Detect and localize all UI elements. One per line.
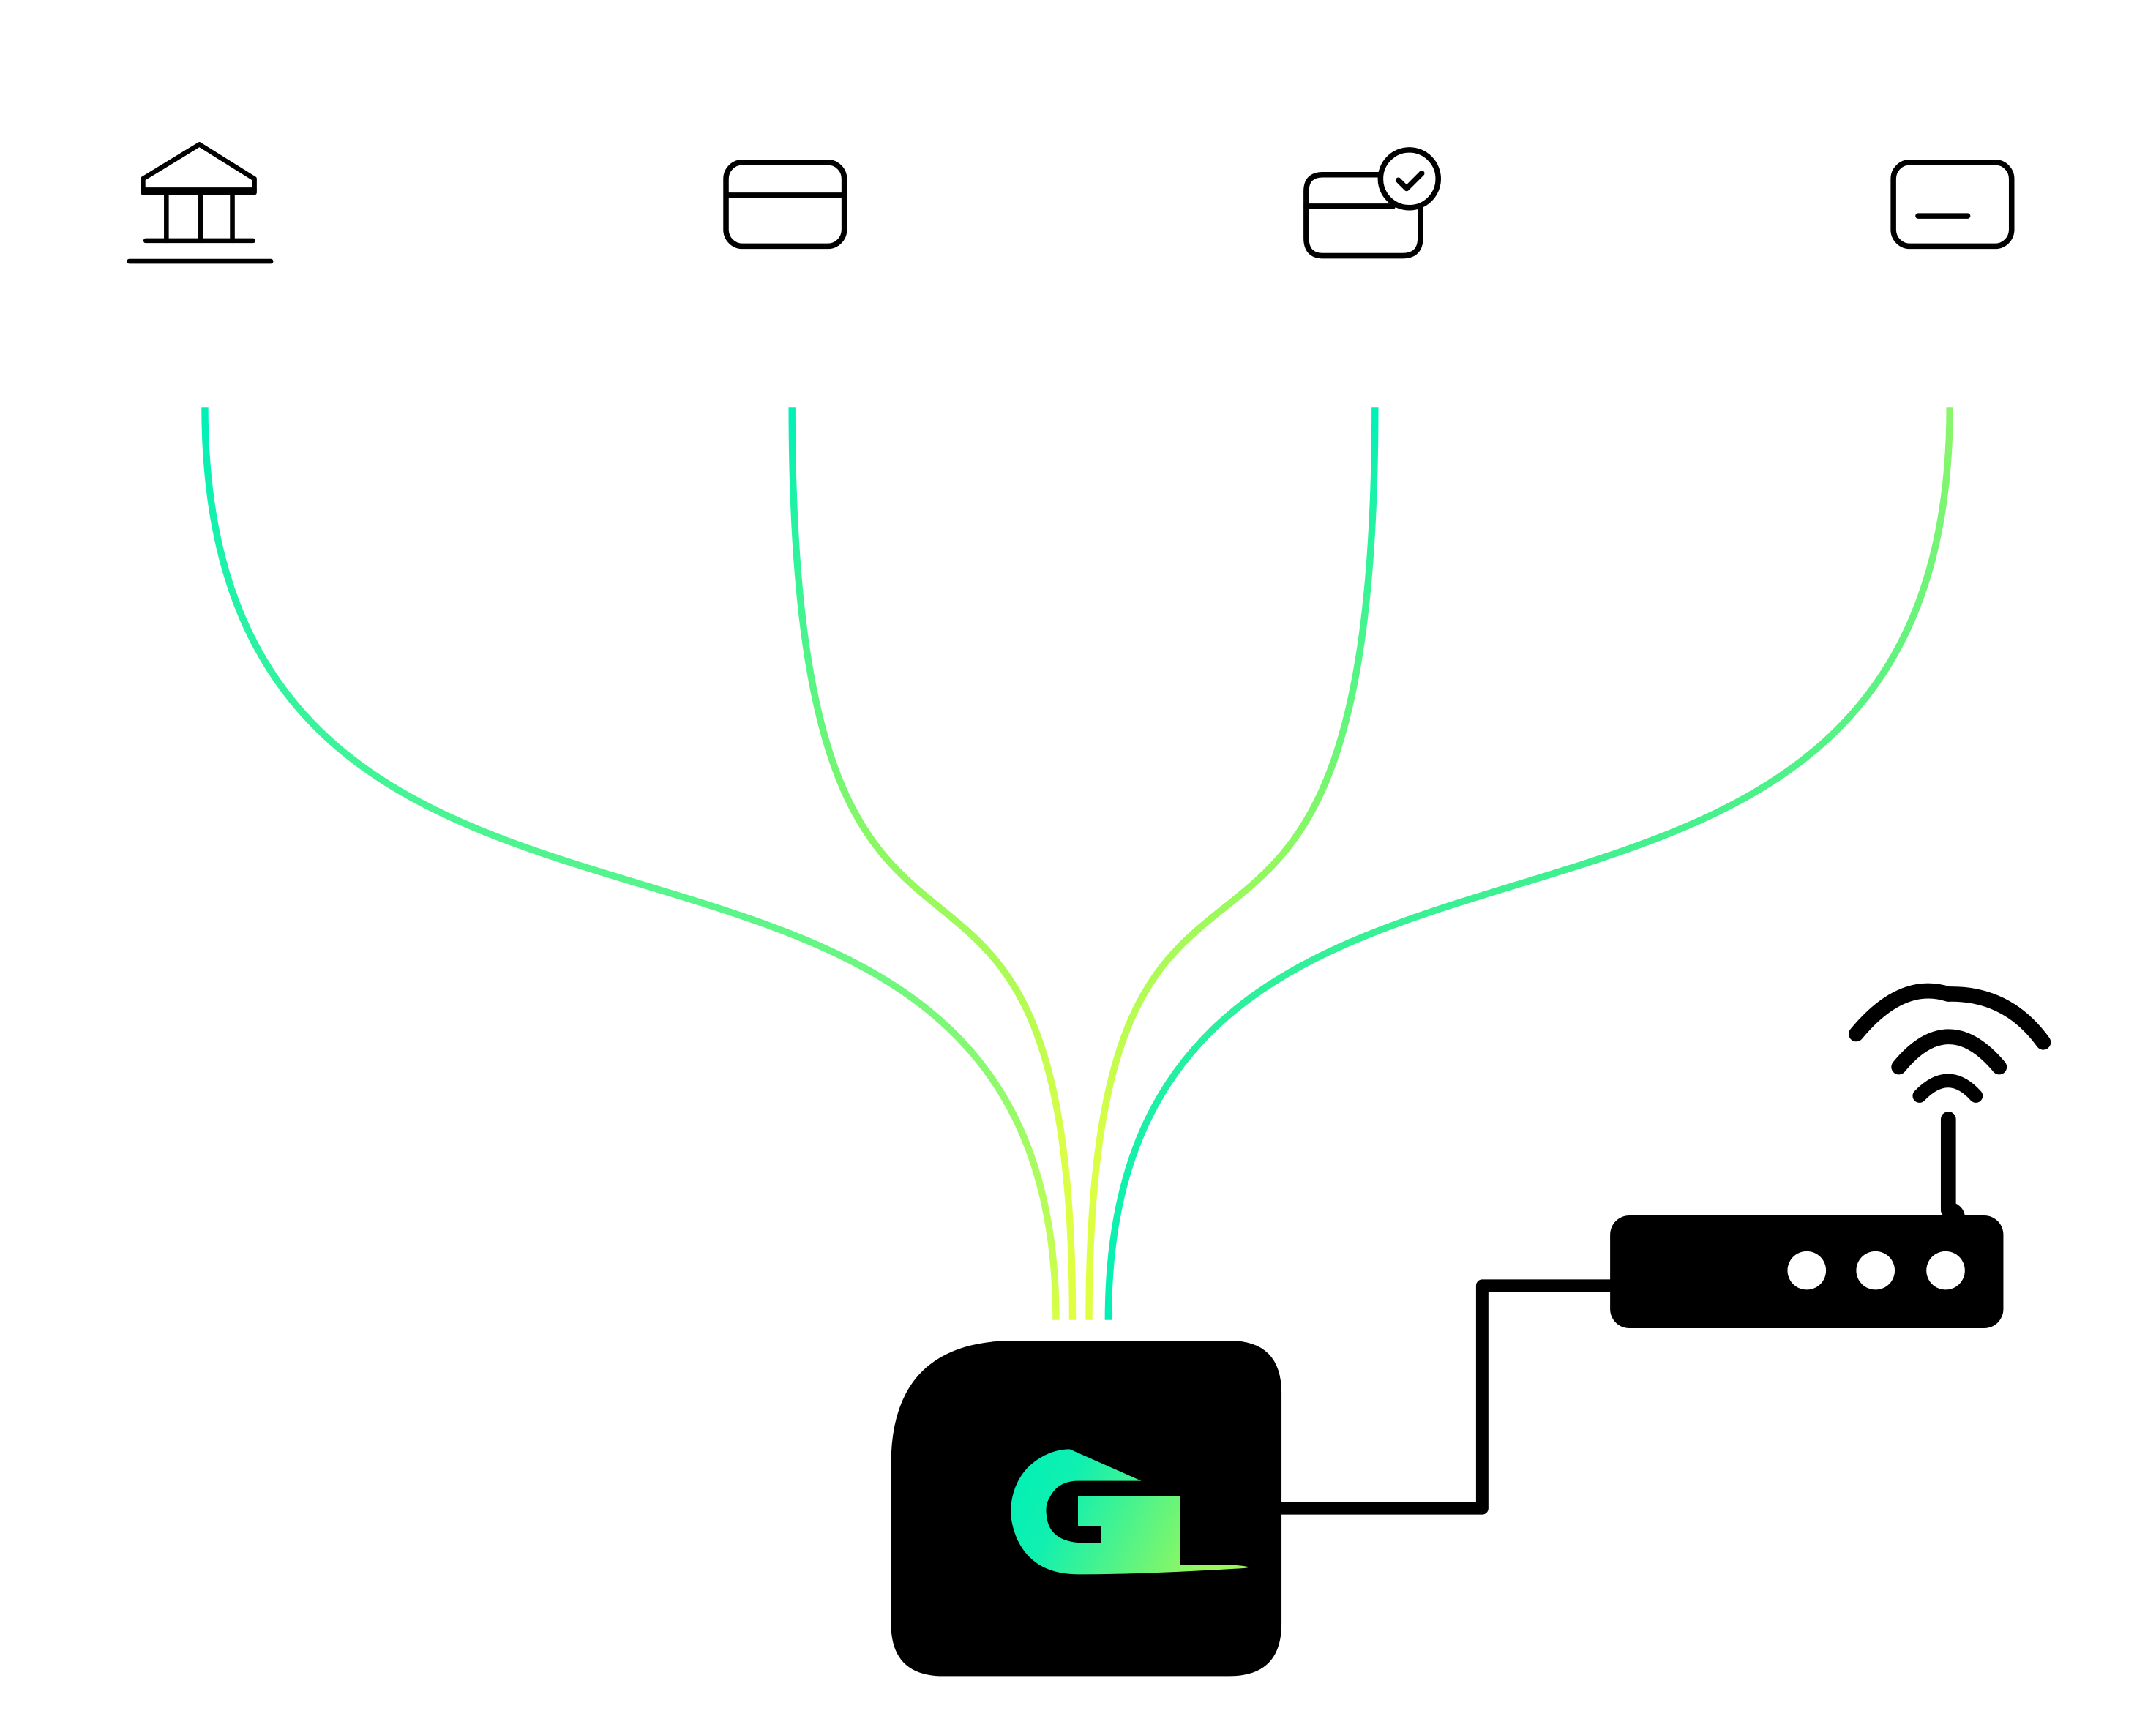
card-minus-icon [1890, 160, 2015, 250]
card-check-icon [1303, 147, 1442, 259]
credit-card-icon [723, 160, 847, 250]
router-port-2 [1856, 1251, 1895, 1290]
router-port-1 [1787, 1251, 1827, 1290]
router-port-3 [1926, 1251, 1965, 1290]
flow-line-card-check [1085, 407, 1379, 1320]
hub-device [891, 1340, 1282, 1677]
flow-line-bank [201, 407, 1060, 1320]
router-icon [1610, 1112, 2004, 1329]
wifi-icon [1849, 983, 2051, 1103]
flow-line-card-minus [1104, 407, 1953, 1320]
bank-icon [127, 142, 274, 264]
flow-line-card [788, 407, 1077, 1320]
g-logo-icon [1011, 1449, 1249, 1575]
ethernet-cable [1279, 1279, 1614, 1515]
